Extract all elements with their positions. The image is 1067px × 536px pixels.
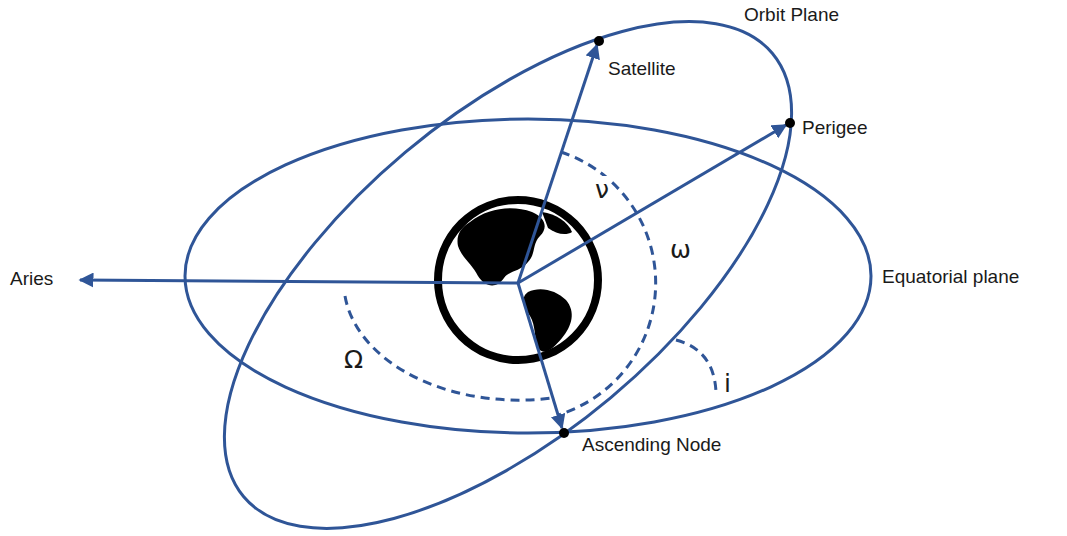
angle-symbol: ω [668, 236, 693, 265]
orbit-points [559, 36, 795, 438]
angle-arcs [345, 152, 716, 415]
point-label: Perigee [800, 117, 870, 139]
plane-label: Orbit Plane [742, 4, 841, 26]
direction-label: Aries [8, 268, 55, 290]
point-label: Satellite [606, 58, 678, 80]
angle-symbol: ν [593, 176, 611, 205]
orbit-ellipse [141, 0, 875, 536]
vector-lines [80, 45, 786, 428]
angle-symbol: Ω [342, 346, 365, 375]
angle-symbol: i [722, 370, 733, 399]
plane-label: Equatorial plane [880, 266, 1021, 288]
point-label: Ascending Node [580, 434, 723, 456]
